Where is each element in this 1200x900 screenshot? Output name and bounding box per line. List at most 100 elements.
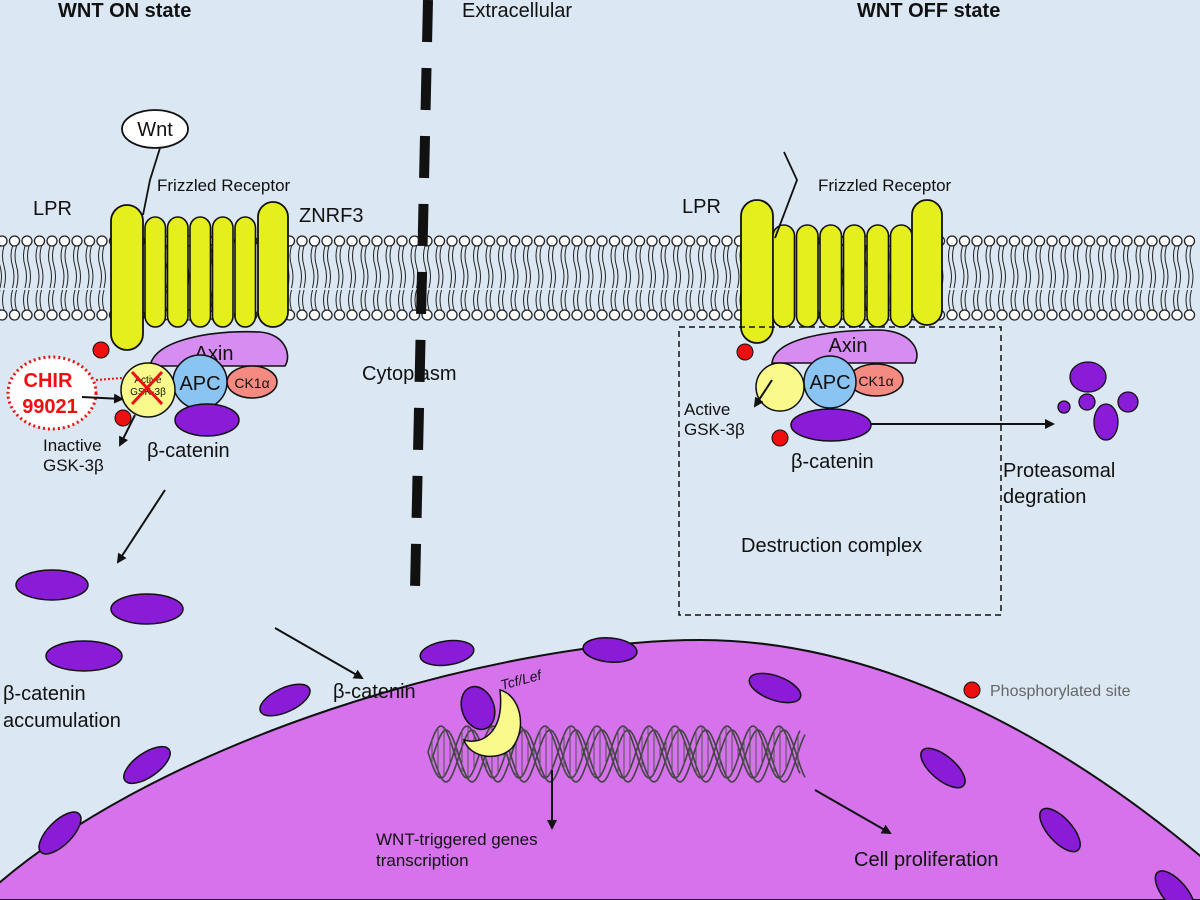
nuclear-pore <box>1154 870 1196 900</box>
lipid <box>321 235 333 321</box>
nuclear-pore <box>38 811 82 855</box>
lipid <box>708 235 721 321</box>
off-lpr-label: LPR <box>682 196 721 218</box>
on-active-gsk-label-1: Active <box>134 375 162 386</box>
chir-arrow <box>81 393 124 404</box>
lipid <box>533 235 546 321</box>
lipid <box>683 235 696 321</box>
on-frizzled-receptor <box>144 216 257 328</box>
free-bcatenin <box>45 640 123 672</box>
wnt-on-title: WNT ON state <box>58 0 191 22</box>
lipid <box>8 235 21 321</box>
on-ck1a-label: CK1α <box>234 375 269 391</box>
lipid <box>58 235 71 321</box>
lipid <box>383 235 396 321</box>
nuclear-pore <box>920 747 966 789</box>
cytoplasm-label: Cytoplasm <box>362 363 456 385</box>
lipid <box>308 235 321 321</box>
extracellular-label: Extracellular <box>462 0 572 22</box>
lipid <box>946 235 958 321</box>
lipid <box>546 235 558 321</box>
lipid <box>1158 235 1171 321</box>
proliferation-arrow <box>814 789 892 834</box>
on-frizzled-label: Frizzled Receptor <box>157 176 291 195</box>
lipid <box>1108 235 1121 321</box>
lipid <box>621 235 633 321</box>
inactive-label-1: Inactive <box>43 436 102 455</box>
accum-label-2: accumulation <box>3 710 121 732</box>
lipid <box>1071 235 1083 321</box>
tcf-lef-complex <box>460 685 522 758</box>
lipid <box>646 235 658 321</box>
on-axin <box>149 330 289 367</box>
off-axin <box>771 329 918 364</box>
chir-label-2: 99021 <box>22 396 78 418</box>
off-lpr-receptor <box>740 199 774 344</box>
cell-proliferation-label: Cell proliferation <box>854 849 999 871</box>
proteasomal-label-1: Proteasomal <box>1003 460 1115 482</box>
lipid <box>358 235 371 321</box>
nucleus-bcatenin-label: β-catenin <box>333 681 416 703</box>
on-lpr-label: LPR <box>33 198 72 220</box>
lipid <box>496 235 508 321</box>
lipid <box>671 235 683 321</box>
lipid <box>21 235 33 321</box>
destruction-complex-box <box>678 326 1002 616</box>
off-gsk-arrow <box>753 379 773 408</box>
inactive-label-2: GSK-3β <box>43 456 104 475</box>
lipid <box>1183 235 1196 321</box>
lipid <box>521 235 533 321</box>
lipid <box>1021 235 1033 321</box>
on-active-gsk-label-2: GSK-3β <box>130 387 166 398</box>
off-receptor-line <box>774 151 798 239</box>
lipid <box>608 235 621 321</box>
lipid <box>1146 235 1158 321</box>
lipid <box>558 235 571 321</box>
lipid <box>1133 235 1146 321</box>
inactive-arrow <box>119 414 136 447</box>
lipid <box>958 235 971 321</box>
lipid <box>333 235 346 321</box>
znrf3-label: ZNRF3 <box>299 205 363 227</box>
lipid <box>1096 235 1108 321</box>
lipid <box>458 235 471 321</box>
destruction-complex-label: Destruction complex <box>741 535 922 557</box>
lipid <box>571 235 583 321</box>
accum-label-1: β-catenin <box>3 683 86 705</box>
lipid <box>1033 235 1046 321</box>
free-bcatenin <box>15 569 89 601</box>
off-axin-label: Axin <box>829 335 868 357</box>
inhibited-x-icon <box>130 370 164 406</box>
lipid <box>433 235 446 321</box>
lipid <box>1083 235 1096 321</box>
lipid <box>1008 235 1021 321</box>
lipid <box>33 235 46 321</box>
release-arrow <box>116 489 166 564</box>
state-divider <box>410 0 433 591</box>
phospho-legend-label: Phosphorylated site <box>990 683 1131 700</box>
off-active-label-2: GSK-3β <box>684 420 745 439</box>
lipid <box>0 235 8 321</box>
chir-label-1: CHIR <box>24 370 73 392</box>
lipid <box>583 235 596 321</box>
lipid <box>971 235 983 321</box>
lipid <box>83 235 96 321</box>
lipid <box>1058 235 1071 321</box>
lipid <box>296 235 308 321</box>
off-frizzled-receptor <box>772 224 913 328</box>
lipid <box>346 235 358 321</box>
wnt-off-title: WNT OFF state <box>857 0 1000 22</box>
wnt-ligand <box>121 109 189 149</box>
lipid <box>696 235 708 321</box>
lipid <box>371 235 383 321</box>
lipid <box>1171 235 1183 321</box>
nuclear-pore <box>748 672 802 704</box>
lipid <box>46 235 58 321</box>
proteasome-fragments <box>1057 361 1139 441</box>
off-tall-receptor <box>911 199 943 326</box>
lipid <box>508 235 521 321</box>
off-ck1a-label: CK1α <box>858 373 893 389</box>
on-bcatenin-label: β-catenin <box>147 440 230 462</box>
lipid <box>633 235 646 321</box>
